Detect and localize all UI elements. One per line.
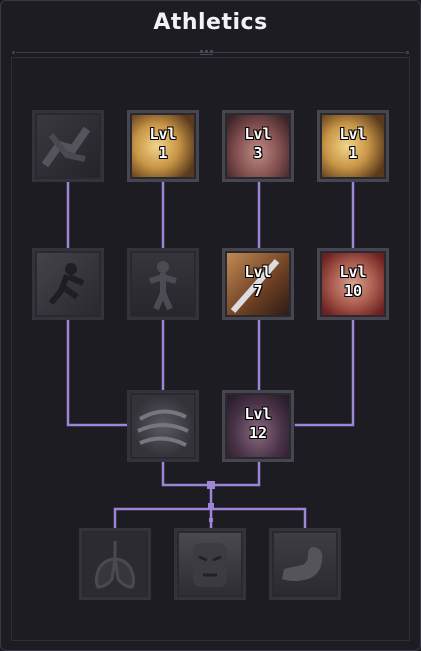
- skill-node[interactable]: [32, 248, 104, 320]
- angry-face-icon: [179, 533, 241, 595]
- skill-node[interactable]: [174, 528, 246, 600]
- panel-title: Athletics: [153, 10, 268, 35]
- whirlwind-icon: [132, 395, 194, 457]
- level-value: 1: [348, 144, 358, 162]
- level-label: Lvl: [339, 125, 367, 143]
- level-label: Lvl: [149, 125, 177, 143]
- level-value: 7: [253, 282, 263, 300]
- sprinter-icon: [37, 253, 99, 315]
- lungs-icon: [84, 533, 146, 595]
- standing-figure-icon: [132, 253, 194, 315]
- skill-node[interactable]: [32, 110, 104, 182]
- skill-node[interactable]: [79, 528, 151, 600]
- level-value: 3: [253, 144, 263, 162]
- sword-strike-icon: [227, 253, 289, 315]
- level-label: Lvl: [244, 405, 272, 423]
- wind-slash-icon: [322, 115, 384, 177]
- flexed-arm-icon: [274, 533, 336, 595]
- running-legs-icon: [37, 115, 99, 177]
- level-label: Lvl: [339, 263, 367, 281]
- skill-node[interactable]: [127, 248, 199, 320]
- wind-slash-icon: [132, 115, 194, 177]
- dark-aura-icon: [227, 395, 289, 457]
- level-label: Lvl: [244, 263, 272, 281]
- level-value: 1: [158, 144, 168, 162]
- level-value: 12: [248, 424, 268, 442]
- skill-node[interactable]: [127, 390, 199, 462]
- skill-node[interactable]: [269, 528, 341, 600]
- level-label: Lvl: [244, 125, 272, 143]
- title-divider: [12, 50, 409, 55]
- muscular-back-icon: [227, 115, 289, 177]
- level-value: 10: [343, 282, 363, 300]
- bloody-rage-icon: [322, 253, 384, 315]
